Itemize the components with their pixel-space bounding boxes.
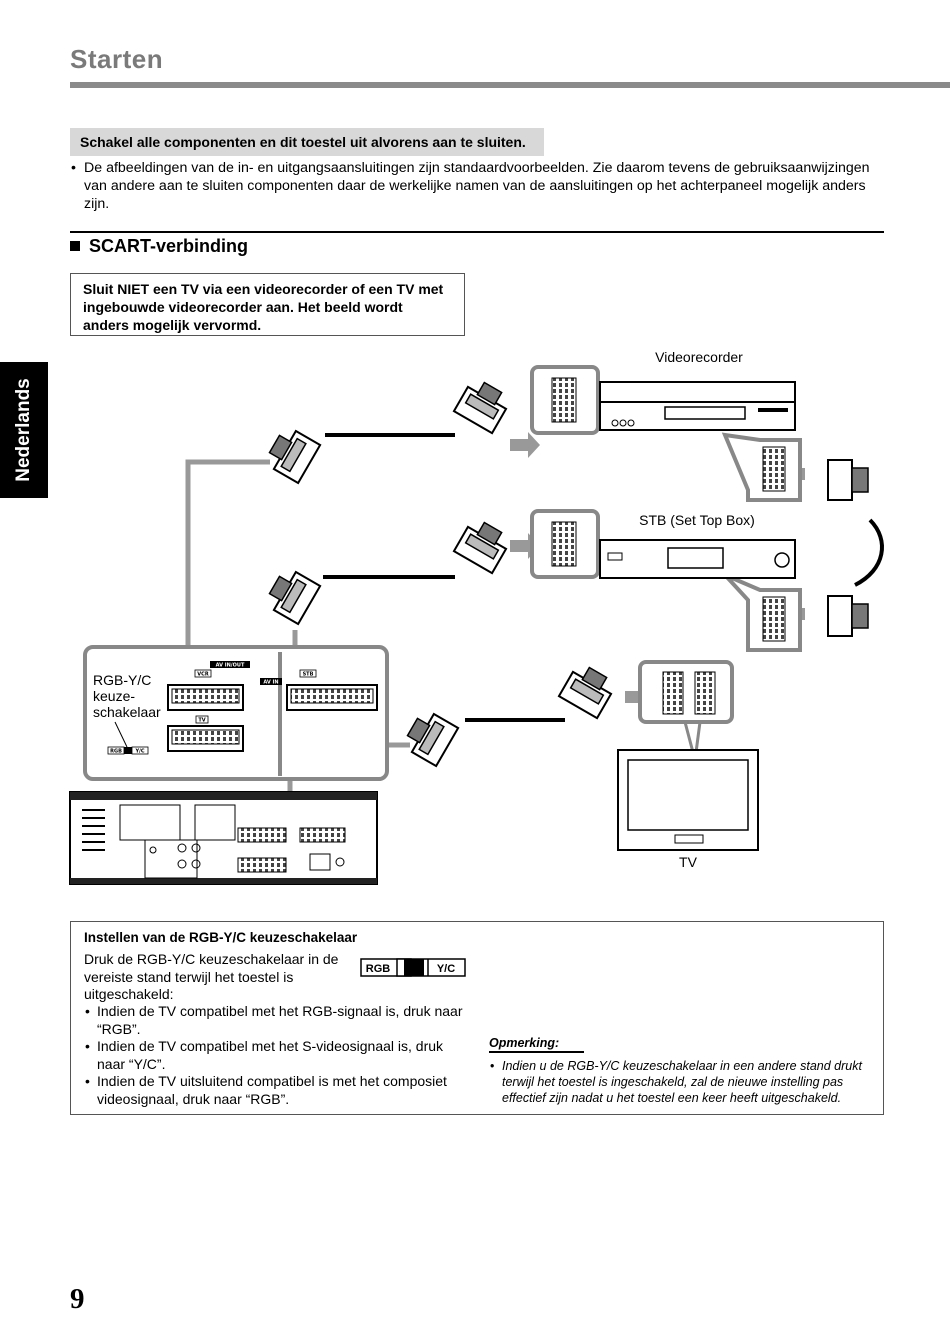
videorecorder-label: Videorecorder [655, 349, 743, 365]
page-title: Starten [70, 44, 164, 74]
switch-label-line-1: RGB-Y/C [93, 672, 151, 688]
title-rule [70, 82, 950, 88]
stb-label: STB (Set Top Box) [639, 512, 755, 528]
setup-item: Indien de TV compatibel met het RGB-sign… [84, 1003, 464, 1038]
setup-note-box [70, 921, 884, 1115]
language-tab: Nederlands [0, 362, 48, 498]
intro-item: De afbeeldingen van de in- en uitgangsaa… [70, 159, 870, 213]
square-bullet-icon [70, 241, 80, 251]
intro-list: De afbeeldingen van de in- en uitgangsaa… [70, 159, 870, 213]
setup-list: Indien de TV compatibel met het RGB-sign… [84, 1003, 464, 1108]
tv-label: TV [679, 854, 698, 870]
remark-item: Indien u de RGB-Y/C keuzeschakelaar in e… [489, 1058, 879, 1106]
av-in-label: AV IN [263, 680, 278, 686]
setup-item: Indien de TV compatibel met het S-videos… [84, 1038, 464, 1073]
remark-rule [489, 1051, 584, 1053]
remark-title: Opmerking: [489, 1036, 560, 1050]
language-tab-label: Nederlands [13, 378, 34, 482]
rgb-mini-label: RGB [110, 749, 122, 755]
tv-device [617, 749, 759, 851]
setup-title: Instellen van de RGB-Y/C keuzeschakelaar [84, 930, 358, 945]
section-title: SCART-verbinding [89, 236, 249, 256]
videorecorder-device [599, 381, 796, 431]
switch-rgb-label: RGB [366, 963, 391, 975]
tv-panel-label: TV [198, 718, 205, 724]
section-rule [70, 231, 884, 233]
scart-connection-diagram: Videorecorder STB (Set Top Box) TV AV IN… [69, 349, 884, 885]
setup-intro: Druk de RGB-Y/C keuzeschakelaar in de ve… [84, 951, 339, 1002]
switch-label-line-2: keuze- [93, 688, 135, 704]
stb-device [599, 539, 796, 579]
remark-list: Indien u de RGB-Y/C keuzeschakelaar in e… [489, 1058, 879, 1106]
rgb-yc-switch-graphic: RGB Y/C [360, 958, 466, 977]
vcr-label: VCR [197, 672, 209, 678]
stb-panel-label: STB [303, 672, 314, 678]
av-inout-label: AV IN/OUT [216, 663, 245, 669]
section-heading: SCART-verbinding [70, 236, 248, 257]
caution-box: Sluit NIET een TV via een videorecorder … [70, 273, 465, 336]
yc-mini-label: Y/C [134, 749, 144, 755]
warning-banner: Schakel alle componenten en dit toestel … [70, 128, 544, 156]
receiver-rear-panel [69, 791, 378, 885]
setup-item: Indien de TV uitsluitend compatibel is m… [84, 1073, 464, 1108]
switch-label-line-3: schakelaar [93, 704, 161, 720]
switch-yc-label: Y/C [437, 963, 455, 975]
page-number: 9 [70, 1283, 85, 1315]
